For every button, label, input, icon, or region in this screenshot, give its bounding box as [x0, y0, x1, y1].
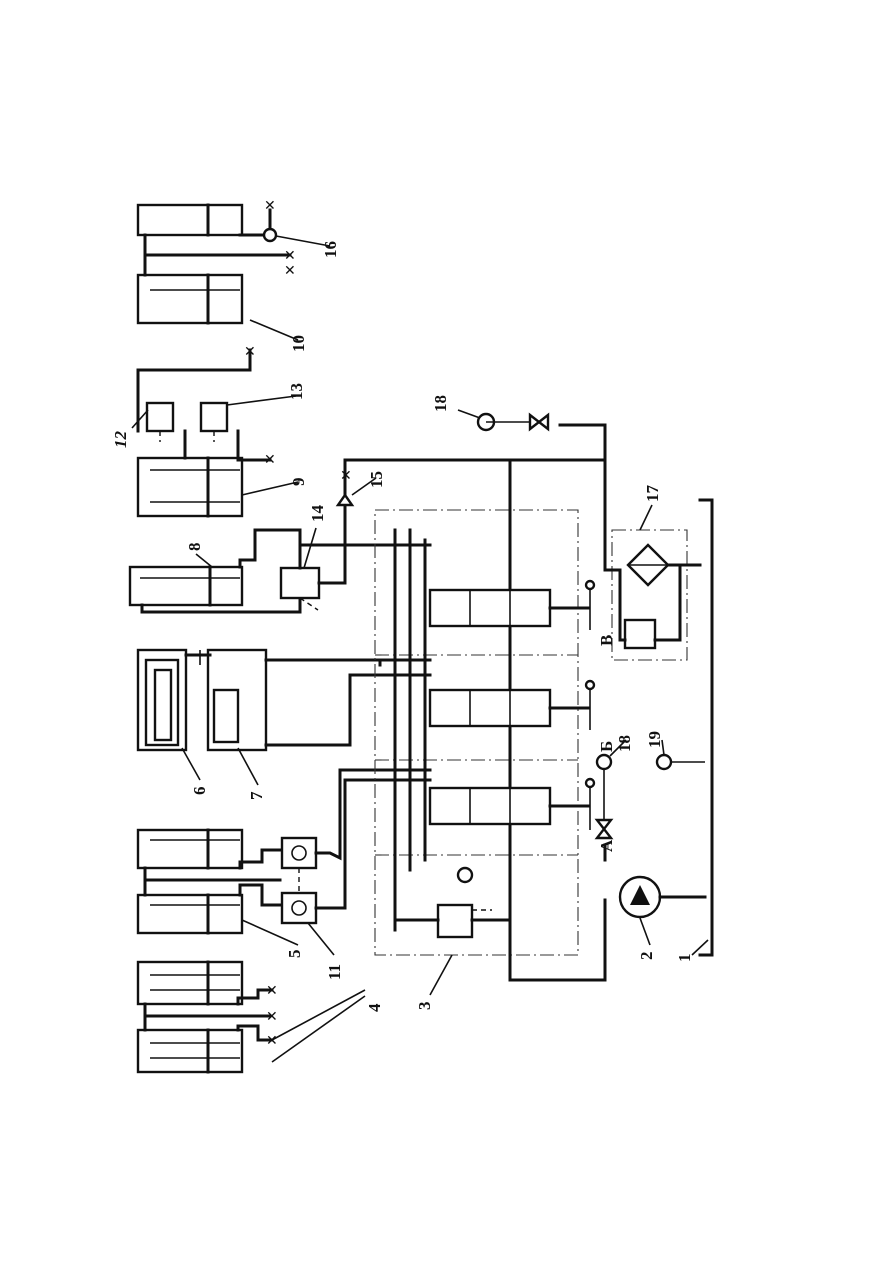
callout-18-bottom: 18 [615, 735, 634, 752]
callout-3: 3 [415, 1002, 434, 1011]
callout-1: 1 [675, 954, 694, 963]
svg-text:✕: ✕ [264, 453, 276, 468]
section-label-v: В [597, 635, 616, 646]
svg-text:✕: ✕ [340, 469, 352, 484]
cylinder-group-6-7 [136, 648, 382, 752]
supply-and-return-lines: ✕ [335, 412, 714, 982]
callout-14: 14 [308, 505, 327, 523]
control-valve-block-3 [374, 458, 596, 982]
svg-text:✕: ✕ [284, 249, 296, 264]
callout-18-top: 18 [431, 395, 450, 412]
svg-text:✕: ✕ [264, 199, 276, 214]
cylinder-group-4: ✕ ✕ ✕ [136, 960, 366, 1074]
svg-text:✕: ✕ [244, 345, 256, 360]
callout-9: 9 [289, 478, 308, 487]
callout-15: 15 [367, 471, 386, 488]
section-label-a: А [597, 839, 616, 852]
section-label-b: Б [597, 741, 616, 752]
cylinder-8 [128, 508, 382, 614]
cylinder-9: ✕ ✕ [136, 345, 276, 518]
cylinder-group-10: ✕ ✕ ✕ [136, 199, 296, 325]
callout-10: 10 [289, 335, 308, 352]
callout-5: 5 [285, 950, 304, 959]
callout-labels: 1 2 3 4 5 6 7 8 9 10 11 12 13 14 15 16 1… [111, 235, 709, 1012]
callout-7: 7 [247, 791, 266, 800]
callout-19: 19 [645, 731, 664, 748]
callout-2: 2 [637, 952, 656, 961]
callout-8: 8 [185, 543, 204, 552]
callout-17: 17 [643, 485, 662, 503]
svg-text:✕: ✕ [266, 1034, 278, 1049]
svg-text:✕: ✕ [284, 264, 296, 279]
svg-text:✕: ✕ [266, 984, 278, 999]
callout-12: 12 [111, 431, 130, 449]
callout-11: 11 [325, 964, 344, 980]
callout-16: 16 [321, 241, 340, 258]
callout-6: 6 [190, 787, 209, 796]
svg-text:✕: ✕ [266, 1010, 278, 1025]
cylinder-group-5 [136, 768, 382, 935]
callout-4: 4 [365, 1003, 384, 1012]
